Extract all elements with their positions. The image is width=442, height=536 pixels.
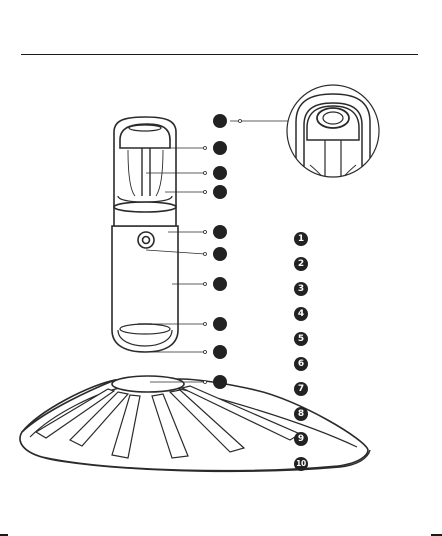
callout-marker: [213, 185, 227, 199]
callout-marker: [213, 225, 227, 239]
legend-marker-7: 7: [294, 382, 308, 396]
legend-marker-1: 1: [294, 232, 308, 246]
detail-magnifier: [287, 85, 379, 190]
callout-marker: [213, 114, 227, 128]
callout-markers: [213, 114, 227, 389]
callout-marker: [213, 317, 227, 331]
callout-marker: [213, 375, 227, 389]
legend-marker-10: 10: [294, 457, 308, 471]
lamp-body: [112, 117, 178, 352]
legend-marker-2: 2: [294, 257, 308, 271]
callout-marker: [213, 166, 227, 180]
callout-marker: [213, 141, 227, 155]
callout-marker: [213, 277, 227, 291]
legend-marker-4: 4: [294, 307, 308, 321]
lamp-base: [20, 376, 370, 471]
legend-marker-5: 5: [294, 332, 308, 346]
legend-marker-8: 8: [294, 407, 308, 421]
callout-marker: [213, 247, 227, 261]
callout-marker: [213, 345, 227, 359]
legend-marker-9: 9: [294, 432, 308, 446]
legend-marker-6: 6: [294, 357, 308, 371]
legend-marker-3: 3: [294, 282, 308, 296]
